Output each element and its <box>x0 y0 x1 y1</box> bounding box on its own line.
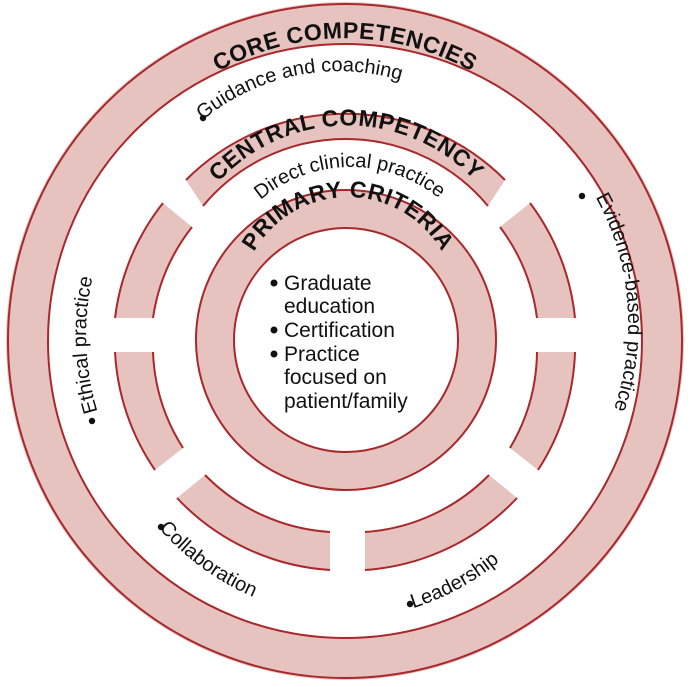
bullet-icon <box>270 326 278 334</box>
criteria-item-line: Practice <box>284 343 360 366</box>
criteria-item-line: Graduate <box>284 272 372 295</box>
middle-ring <box>114 112 576 571</box>
bullet-icon <box>406 600 414 608</box>
criteria-item-line: Certification <box>284 319 395 342</box>
primary-criteria-list: Graduate education Certification Practic… <box>270 272 408 413</box>
bullet-icon <box>88 417 96 425</box>
criteria-item-line: education <box>284 295 375 318</box>
criteria-item-line: patient/family <box>284 390 408 413</box>
bullet-icon <box>157 523 165 531</box>
bullet-icon <box>578 192 586 200</box>
bullet-icon <box>270 350 278 358</box>
criteria-item-line: focused on <box>284 366 387 389</box>
bullet-icon <box>270 279 278 287</box>
inner-ring <box>195 189 497 491</box>
bullet-icon <box>199 114 207 122</box>
